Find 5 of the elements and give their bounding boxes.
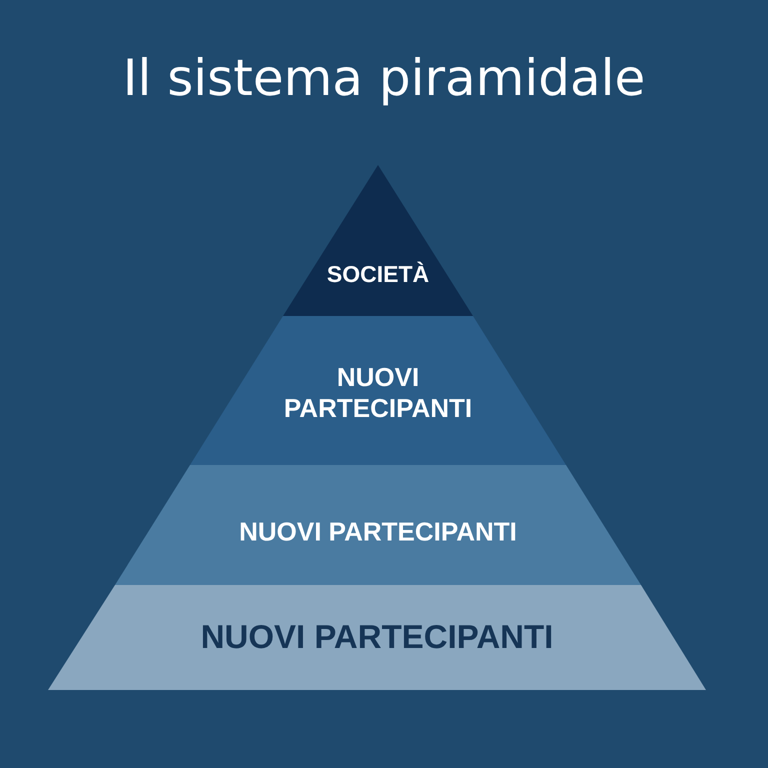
tier-label: NUOVI PARTECIPANTI bbox=[200, 617, 554, 657]
tier-label: NUOVI PARTECIPANTI bbox=[284, 362, 472, 424]
title: Il sistema piramidale bbox=[122, 50, 646, 108]
tier-label: SOCIETÀ bbox=[326, 261, 430, 289]
tier-label: NUOVI PARTECIPANTI bbox=[239, 516, 517, 548]
